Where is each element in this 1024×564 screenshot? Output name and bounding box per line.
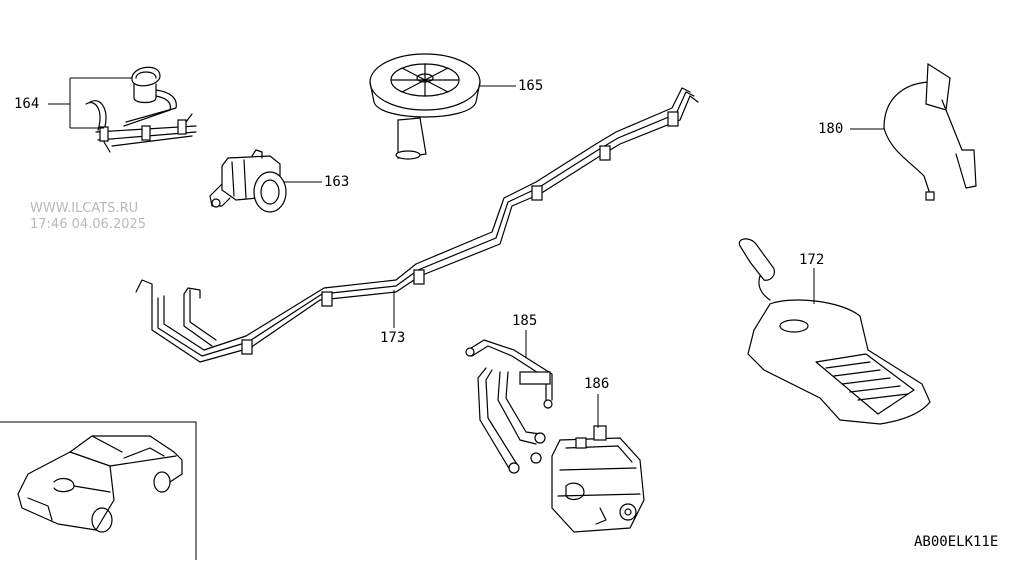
vehicle-location-inset xyxy=(0,421,197,560)
part-163-valve[interactable] xyxy=(209,149,287,213)
callout-165[interactable]: 165 xyxy=(518,78,544,94)
part-180-cable[interactable] xyxy=(883,62,977,201)
callout-163[interactable]: 163 xyxy=(324,174,350,190)
part-172-fuel-tank[interactable] xyxy=(738,238,931,425)
callout-173[interactable]: 173 xyxy=(380,330,406,346)
callout-164-leader xyxy=(48,77,132,129)
callout-185[interactable]: 185 xyxy=(512,313,538,329)
part-185-injection-tubes[interactable] xyxy=(465,339,553,474)
callout-186[interactable]: 186 xyxy=(584,376,610,392)
callout-180[interactable]: 180 xyxy=(818,121,844,137)
diagram-code: AB00ELK11E xyxy=(914,534,999,550)
watermark-site: WWW.ILCATS.RU xyxy=(30,201,139,216)
part-164-hose-set[interactable] xyxy=(85,66,197,153)
part-165-air-cleaner[interactable] xyxy=(369,53,481,160)
part-173-pipe-assembly[interactable] xyxy=(135,87,699,363)
callout-164[interactable]: 164 xyxy=(14,96,40,112)
watermark-timestamp: 17:46 04.06.2025 xyxy=(30,217,147,232)
part-186-injection-pump[interactable] xyxy=(551,425,645,533)
callout-172[interactable]: 172 xyxy=(799,252,825,268)
